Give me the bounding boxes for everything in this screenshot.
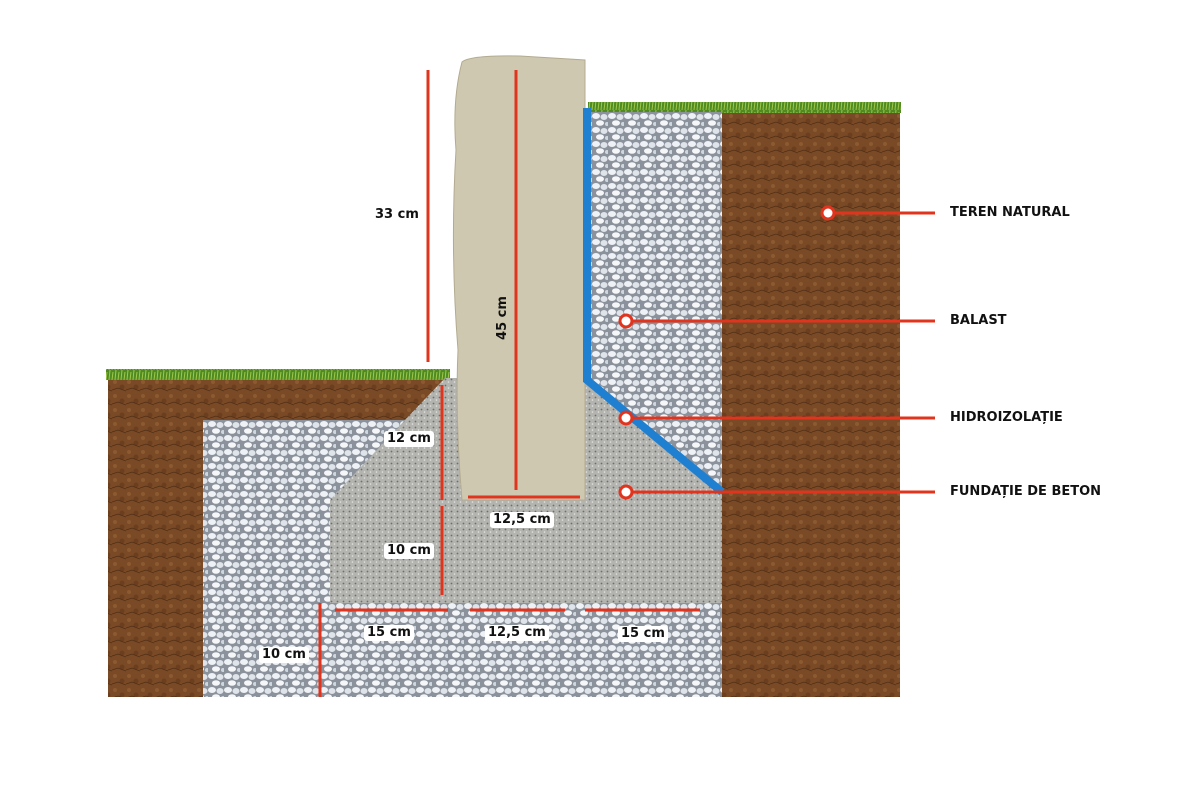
left-grass [106,369,450,380]
label-natural-terrain: TEREN NATURAL [950,205,1070,220]
callout-dot-waterproofing [618,410,634,426]
dim-gravel-bed: 10 cm [259,647,309,663]
callout-dot-terrain [820,205,836,221]
stone-column [452,55,586,501]
label-waterproofing: HIDROIZOLAȚIE [950,410,1063,425]
dim-slope-height: 12 cm [384,431,434,447]
dimension-lines [318,70,700,697]
dim-left-offset: 15 cm [364,625,414,641]
dim-base-center: 12,5 cm [485,625,549,641]
balast-backfill [590,112,722,490]
callout-dot-foundation [618,484,634,500]
dim-right-offset: 15 cm [618,626,668,642]
dim-footing-height: 10 cm [384,543,434,559]
dim-column-height: 45 cm [494,296,510,340]
label-balast: BALAST [950,313,1007,328]
dim-above-ground: 33 cm [375,207,419,222]
right-soil [722,108,900,697]
callout-lines [626,211,935,494]
right-grass [588,102,901,113]
dim-column-width: 12,5 cm [490,512,554,528]
waterproofing-membrane [583,108,725,496]
label-concrete-foundation: FUNDAȚIE DE BETON [950,484,1102,499]
callout-dot-balast [618,313,634,329]
